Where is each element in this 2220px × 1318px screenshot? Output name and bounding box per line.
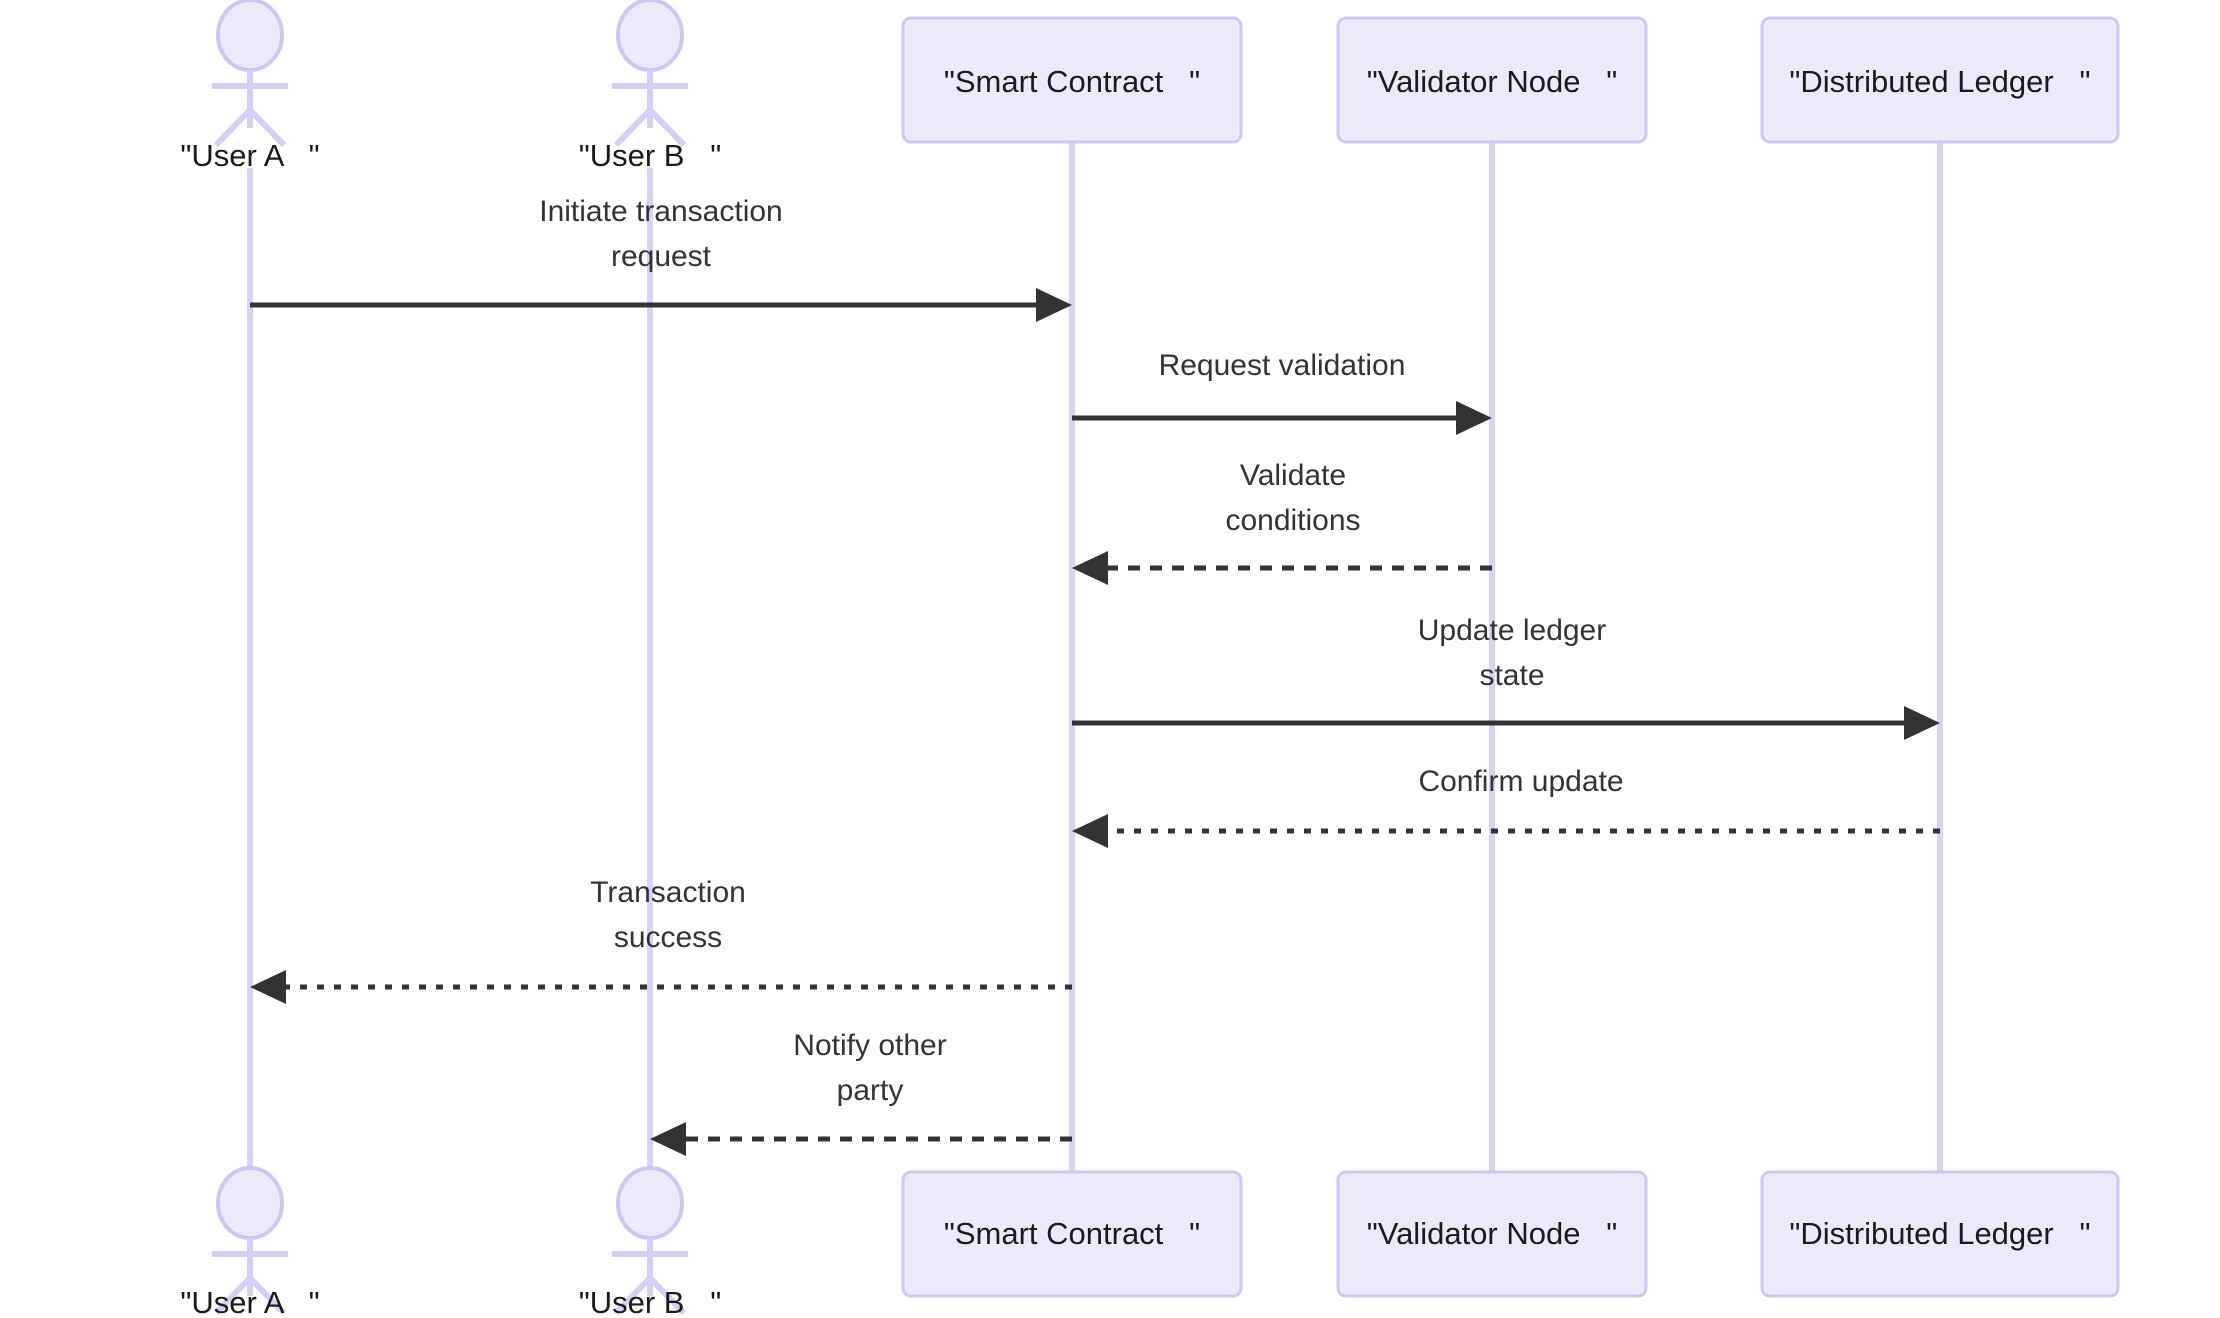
participant-label-validator-node-top: "Validator Node ": [1367, 64, 1618, 99]
participant-distributed-ledger-top[interactable]: "Distributed Ledger ": [1760, 16, 2120, 144]
actor-right-leg-line: [647, 107, 687, 148]
message-label-line-2: party: [837, 1074, 904, 1107]
participant-box-shape: [901, 1170, 1243, 1298]
participant-box-shape: [901, 16, 1243, 144]
actor-head-icon: [616, 1166, 684, 1240]
participant-box-shape: [1336, 16, 1648, 144]
message-confirm-update[interactable]: Confirm update: [1072, 765, 1940, 848]
message-notify-other-party[interactable]: Notify other party: [650, 1029, 1072, 1156]
participant-label-distributed-ledger-top: "Distributed Ledger ": [1789, 64, 2090, 99]
actor-label-user-b-top: "User B ": [579, 138, 722, 173]
participant-label-validator-node-bottom: "Validator Node ": [1367, 1216, 1618, 1251]
actor-right-leg-line: [247, 107, 287, 148]
message-label-line-1: Request validation: [1159, 349, 1406, 382]
actor-right-leg-line: [247, 1275, 287, 1316]
message-transaction-success[interactable]: Transaction success: [250, 876, 1072, 1004]
participant-validator-node-bottom[interactable]: "Validator Node ": [1336, 1170, 1648, 1298]
message-label-line-1: Validate: [1240, 459, 1346, 492]
participant-validator-node-top[interactable]: "Validator Node ": [1336, 16, 1648, 144]
actor-user-a-top[interactable]: "User A ": [180, 0, 320, 173]
actor-label-user-a-top: "User A ": [180, 138, 319, 173]
actor-left-leg-line: [213, 107, 253, 148]
message-request-validation[interactable]: Request validation: [1072, 349, 1492, 435]
message-update-ledger-state[interactable]: Update ledger state: [1072, 614, 1940, 740]
message-label-line-1: Confirm update: [1418, 765, 1623, 798]
actor-left-leg-line: [613, 107, 653, 148]
message-initiate-transaction-request[interactable]: Initiate transaction request: [250, 195, 1072, 322]
actor-user-b-bottom[interactable]: "User B ": [579, 1166, 722, 1318]
arrow-head-right-icon: [1456, 401, 1492, 435]
participant-distributed-ledger-bottom[interactable]: "Distributed Ledger ": [1760, 1170, 2120, 1298]
actor-user-b-top[interactable]: "User B ": [579, 0, 722, 173]
message-label-line-1: Initiate transaction: [539, 195, 782, 228]
actor-label-user-b-bottom: "User B ": [579, 1285, 722, 1318]
actor-head-icon: [216, 0, 284, 72]
arrow-head-right-icon: [1904, 706, 1940, 740]
message-label-line-2: conditions: [1225, 504, 1360, 537]
arrow-head-left-icon: [1072, 814, 1108, 848]
message-label-line-2: state: [1479, 659, 1544, 692]
actor-left-leg-line: [213, 1275, 253, 1316]
arrow-head-left-icon: [1072, 551, 1108, 585]
actor-head-icon: [216, 1166, 284, 1240]
actor-head-icon: [616, 0, 684, 72]
message-label-line-2: success: [614, 921, 722, 954]
participant-label-smart-contract-top: "Smart Contract ": [944, 64, 1200, 99]
actor-label-user-a-bottom: "User A ": [180, 1285, 319, 1318]
participant-label-smart-contract-bottom: "Smart Contract ": [944, 1216, 1200, 1251]
message-validate-conditions[interactable]: Validate conditions: [1072, 459, 1492, 585]
message-label-line-1: Transaction: [590, 876, 746, 909]
participant-box-shape: [1760, 16, 2120, 144]
participant-smart-contract-bottom[interactable]: "Smart Contract ": [901, 1170, 1243, 1298]
message-label-line-2: request: [611, 240, 712, 273]
lifelines-layer: [247, 142, 1943, 1172]
actor-user-a-bottom[interactable]: "User A ": [180, 1166, 320, 1318]
arrow-head-left-icon: [250, 970, 286, 1004]
message-label-line-1: Update ledger: [1418, 614, 1606, 647]
actor-left-leg-line: [613, 1275, 653, 1316]
participant-smart-contract-top[interactable]: "Smart Contract ": [901, 16, 1243, 144]
arrow-head-left-icon: [650, 1122, 686, 1156]
participant-box-shape: [1336, 1170, 1648, 1298]
participant-box-shape: [1760, 1170, 2120, 1298]
message-label-line-1: Notify other: [793, 1029, 946, 1062]
arrow-head-right-icon: [1036, 288, 1072, 322]
actor-right-leg-line: [647, 1275, 687, 1316]
participant-label-distributed-ledger-bottom: "Distributed Ledger ": [1789, 1216, 2090, 1251]
